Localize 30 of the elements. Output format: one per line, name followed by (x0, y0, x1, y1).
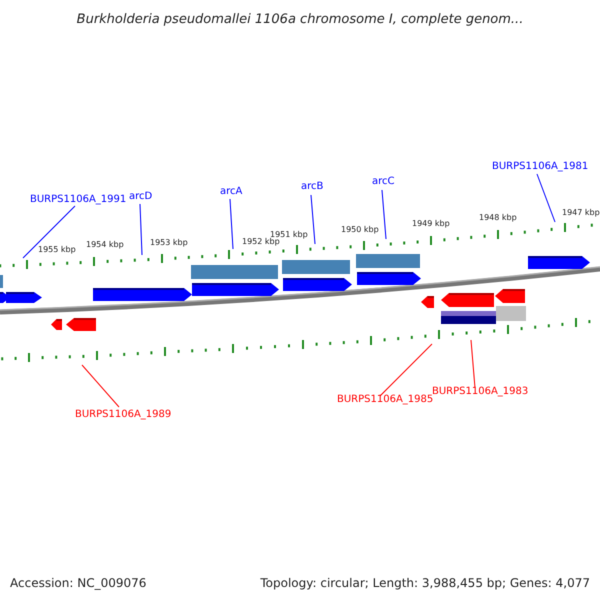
title: Burkholderia pseudomallei 1106a chromosome I, complete genom... (76, 11, 524, 29)
gene-label: BURPS1106A_1985 (337, 394, 434, 406)
gene-label: arcD (129, 191, 152, 203)
leader-line (536, 174, 556, 222)
leader-line (470, 340, 476, 388)
leader-line (380, 344, 432, 396)
leader-line (310, 194, 316, 244)
gene-label: BURPS1106A_1991 (30, 194, 126, 206)
gene-label: arcC (372, 176, 394, 188)
gene-label: arcA (220, 186, 242, 198)
gene-label: BURPS1106A_1989 (75, 409, 172, 421)
position-label: 1953 kbp (150, 238, 188, 248)
genome-summary-text: Topology: circular; Length: 3,988,455 bp; Genes: 4,077 (260, 575, 590, 592)
position-label: 1949 kbp (412, 219, 450, 229)
leader-line (22, 206, 76, 258)
leader-line (230, 198, 234, 250)
accession-text: Accession: NC_009076 (10, 575, 146, 592)
gene-label: arcB (301, 181, 324, 193)
position-label: 1954 kbp (86, 240, 124, 250)
gene-label: BURPS1106A_1983 (432, 386, 528, 398)
leader-line (382, 190, 386, 240)
position-label: 1947 kbp (562, 208, 600, 218)
position-label: 1951 kbp (270, 230, 308, 239)
position-label: 1950 kbp (341, 225, 379, 235)
leader-line (82, 364, 120, 408)
position-label: 1948 kbp (479, 213, 517, 223)
leader-line (140, 204, 142, 256)
gene-label: BURPS1106A_1981 (492, 161, 588, 173)
position-label: 1952 kbp (242, 237, 280, 247)
position-label: 1955 kbp (38, 245, 76, 255)
